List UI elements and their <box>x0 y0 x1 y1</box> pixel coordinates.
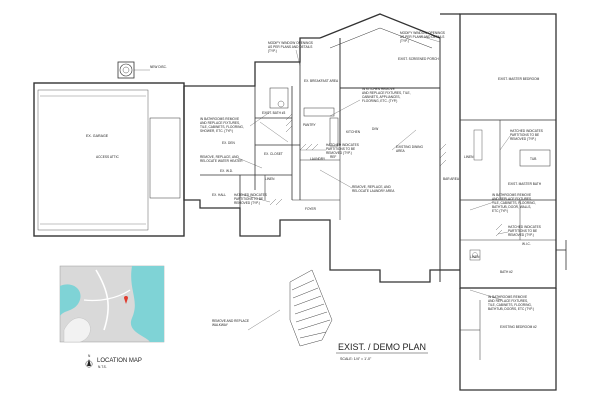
tub-label: TUB <box>530 157 536 161</box>
attic-label: ACCESS ATTIC <box>96 155 119 159</box>
master-bedroom-label: EXIST. MASTER BEDROOM <box>498 77 540 81</box>
bath-remove-note-3: IN BATHROOMS REMOVE AND REPLACE FIXTURES… <box>488 295 534 311</box>
leader-lines <box>237 35 511 331</box>
north-label: N <box>88 354 91 358</box>
master-suite-walls <box>439 13 567 289</box>
hatched-note-3: HATCHED INDICATES PARTITIONS TO BE REMOV… <box>510 129 544 141</box>
master-bath-label: EXIST. MASTER BATH <box>508 182 542 186</box>
hatched-note-1: HATCHED INDICATES PARTITIONS TO BE REMOV… <box>326 143 360 155</box>
hall-label: EX. HALL <box>212 193 226 197</box>
foyer-label: FOYER <box>305 207 317 211</box>
water-heater-note: REMOVE, REPLACE, AND RELOCATE WATER HEAT… <box>200 155 243 163</box>
laundry-label: LAUNDRY <box>310 157 326 161</box>
hatched-partitions <box>269 113 503 237</box>
laundry-relocate-note: REMOVE, REPLACE, AND RELOCATE LAUNDRY AR… <box>352 185 395 193</box>
pantry-label: PANTRY <box>303 123 317 127</box>
bar-label: BAR AREA <box>443 177 460 181</box>
house-walls <box>183 37 460 283</box>
linen-label-2: LINEN <box>464 155 474 159</box>
hatched-note-2: HATCHED INDICATES PARTITIONS TO BE REMOV… <box>234 193 268 205</box>
bedroom2-walls <box>459 288 557 391</box>
closet-label: EX. CLOSET <box>264 152 283 156</box>
bedroom2-label: EXISTING BEDROOM #2 <box>500 325 537 329</box>
linen-label-1: LINEN <box>265 177 275 181</box>
map-pin-icon <box>124 296 128 304</box>
walkway-pavers <box>289 269 333 347</box>
modify-window-note-1: MODIFY WINDOW OPENINGS AS PER PLANS AND … <box>268 41 314 53</box>
sheet-title: EXIST. / DEMO PLAN <box>338 342 426 352</box>
kitchen-label: KITCHEN <box>346 130 361 134</box>
bath3-label: EXIST. BATH #3 <box>262 111 286 115</box>
location-map-sub: N.T.S. <box>98 365 107 369</box>
garage-label: EX. GARAGE <box>86 134 109 138</box>
ref-label: REF <box>330 155 336 159</box>
wd-label: EX. W.D. <box>220 169 233 173</box>
location-map <box>59 265 165 343</box>
sheet-scale: SCALE: 1/4" = 1'-0" <box>340 357 372 361</box>
hatched-note-4: HATCHED INDICATES PARTITIONS TO BE REMOV… <box>508 225 542 237</box>
dw-label: D/W <box>372 127 378 131</box>
bath-remove-note-1: IN BATHROOMS REMOVE AND REPLACE FIXTURES… <box>200 117 245 133</box>
wic-label: W.I.C. <box>522 242 531 246</box>
den-label: EX. DEN <box>222 141 235 145</box>
location-map-title: LOCATION MAP <box>97 358 142 364</box>
hvac-unit-icon <box>117 61 150 79</box>
kitchen-remove-note: IN KITCHEN REMOVE AND REPLACE FIXTURES, … <box>362 87 411 103</box>
walkway-note: REMOVE AND REPLACE WALKWAY <box>212 319 250 327</box>
bath-remove-note-2: IN BATHROOMS REMOVE AND REPLACE FIXTURES… <box>492 193 537 213</box>
modify-window-note-2: MODIFY WINDOW OPENINGS AS PER PLANS AND … <box>400 31 446 43</box>
porch-label: EXIST. SCREENED PORCH <box>398 57 439 61</box>
bath2-label: BATH #2 <box>500 270 513 274</box>
north-arrow-icon <box>85 359 93 368</box>
breakfast-label: EX. BREAKFAST AREA <box>304 79 339 83</box>
dining-note: EXISTING DINING AREA <box>396 145 424 153</box>
porch-walls <box>319 13 441 145</box>
hvac-note: NEW DISC. <box>150 65 167 69</box>
linen-label-3: LINEN <box>470 255 480 259</box>
